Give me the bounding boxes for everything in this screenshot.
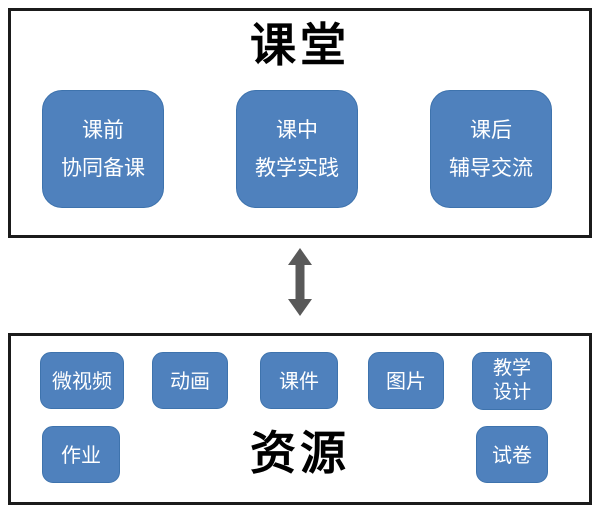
resource-box-teaching-design: 教学 设计 (472, 352, 552, 410)
resource-box-label: 试卷 (492, 442, 532, 467)
phase-box-line2: 协同备课 (61, 155, 145, 180)
phase-box-line1: 课中 (276, 117, 318, 142)
phase-box-after-class: 课后 辅导交流 (430, 90, 552, 208)
resource-box-courseware: 课件 (260, 352, 338, 409)
phase-box-before-class: 课前 协同备课 (42, 90, 164, 208)
resource-box-label: 课件 (279, 368, 319, 393)
phase-box-line2: 辅导交流 (449, 155, 533, 180)
resource-box-test-paper: 试卷 (476, 426, 548, 483)
double-vertical-arrow-icon (288, 248, 312, 316)
phase-box-during-class: 课中 教学实践 (236, 90, 358, 208)
resource-box-label: 图片 (386, 368, 426, 393)
classroom-title: 课堂 (250, 18, 350, 72)
resource-box-label: 动画 (170, 368, 210, 393)
resource-box-micro-video: 微视频 (40, 352, 124, 409)
phase-box-line2: 教学实践 (255, 155, 339, 180)
phase-box-line1: 课后 (470, 117, 512, 142)
resource-box-pictures: 图片 (368, 352, 444, 409)
resource-box-label: 微视频 (52, 368, 112, 393)
resource-box-label-line2: 设计 (492, 381, 531, 403)
phase-box-line1: 课前 (82, 117, 124, 142)
resource-box-label: 作业 (61, 442, 101, 467)
resource-box-animation: 动画 (152, 352, 228, 409)
resource-box-label-line1: 教学 (492, 357, 531, 380)
resources-title: 资源 (250, 426, 350, 480)
resource-box-homework: 作业 (42, 426, 120, 483)
